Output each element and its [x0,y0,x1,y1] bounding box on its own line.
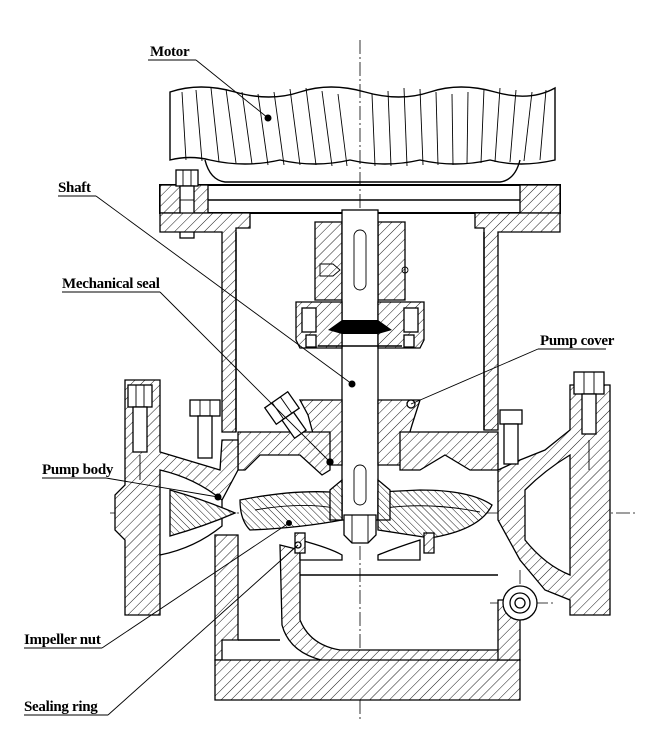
mechanical-seal [295,301,425,349]
label-pump-cover: Pump cover [540,333,615,349]
label-impeller-nut: Impeller nut [24,632,101,648]
pump-cover [237,399,499,476]
pump-body [114,371,611,701]
impeller [239,478,493,561]
leader-lines [24,59,606,716]
label-motor: Motor [150,44,190,60]
shaft [341,209,379,521]
label-mechanical-seal: Mechanical seal [62,276,160,292]
label-sealing-ring: Sealing ring [24,699,98,715]
motor-bracket [159,212,561,433]
label-pump-body: Pump body [42,462,114,478]
sealing-ring [294,532,435,554]
label-shaft: Shaft [58,180,91,196]
